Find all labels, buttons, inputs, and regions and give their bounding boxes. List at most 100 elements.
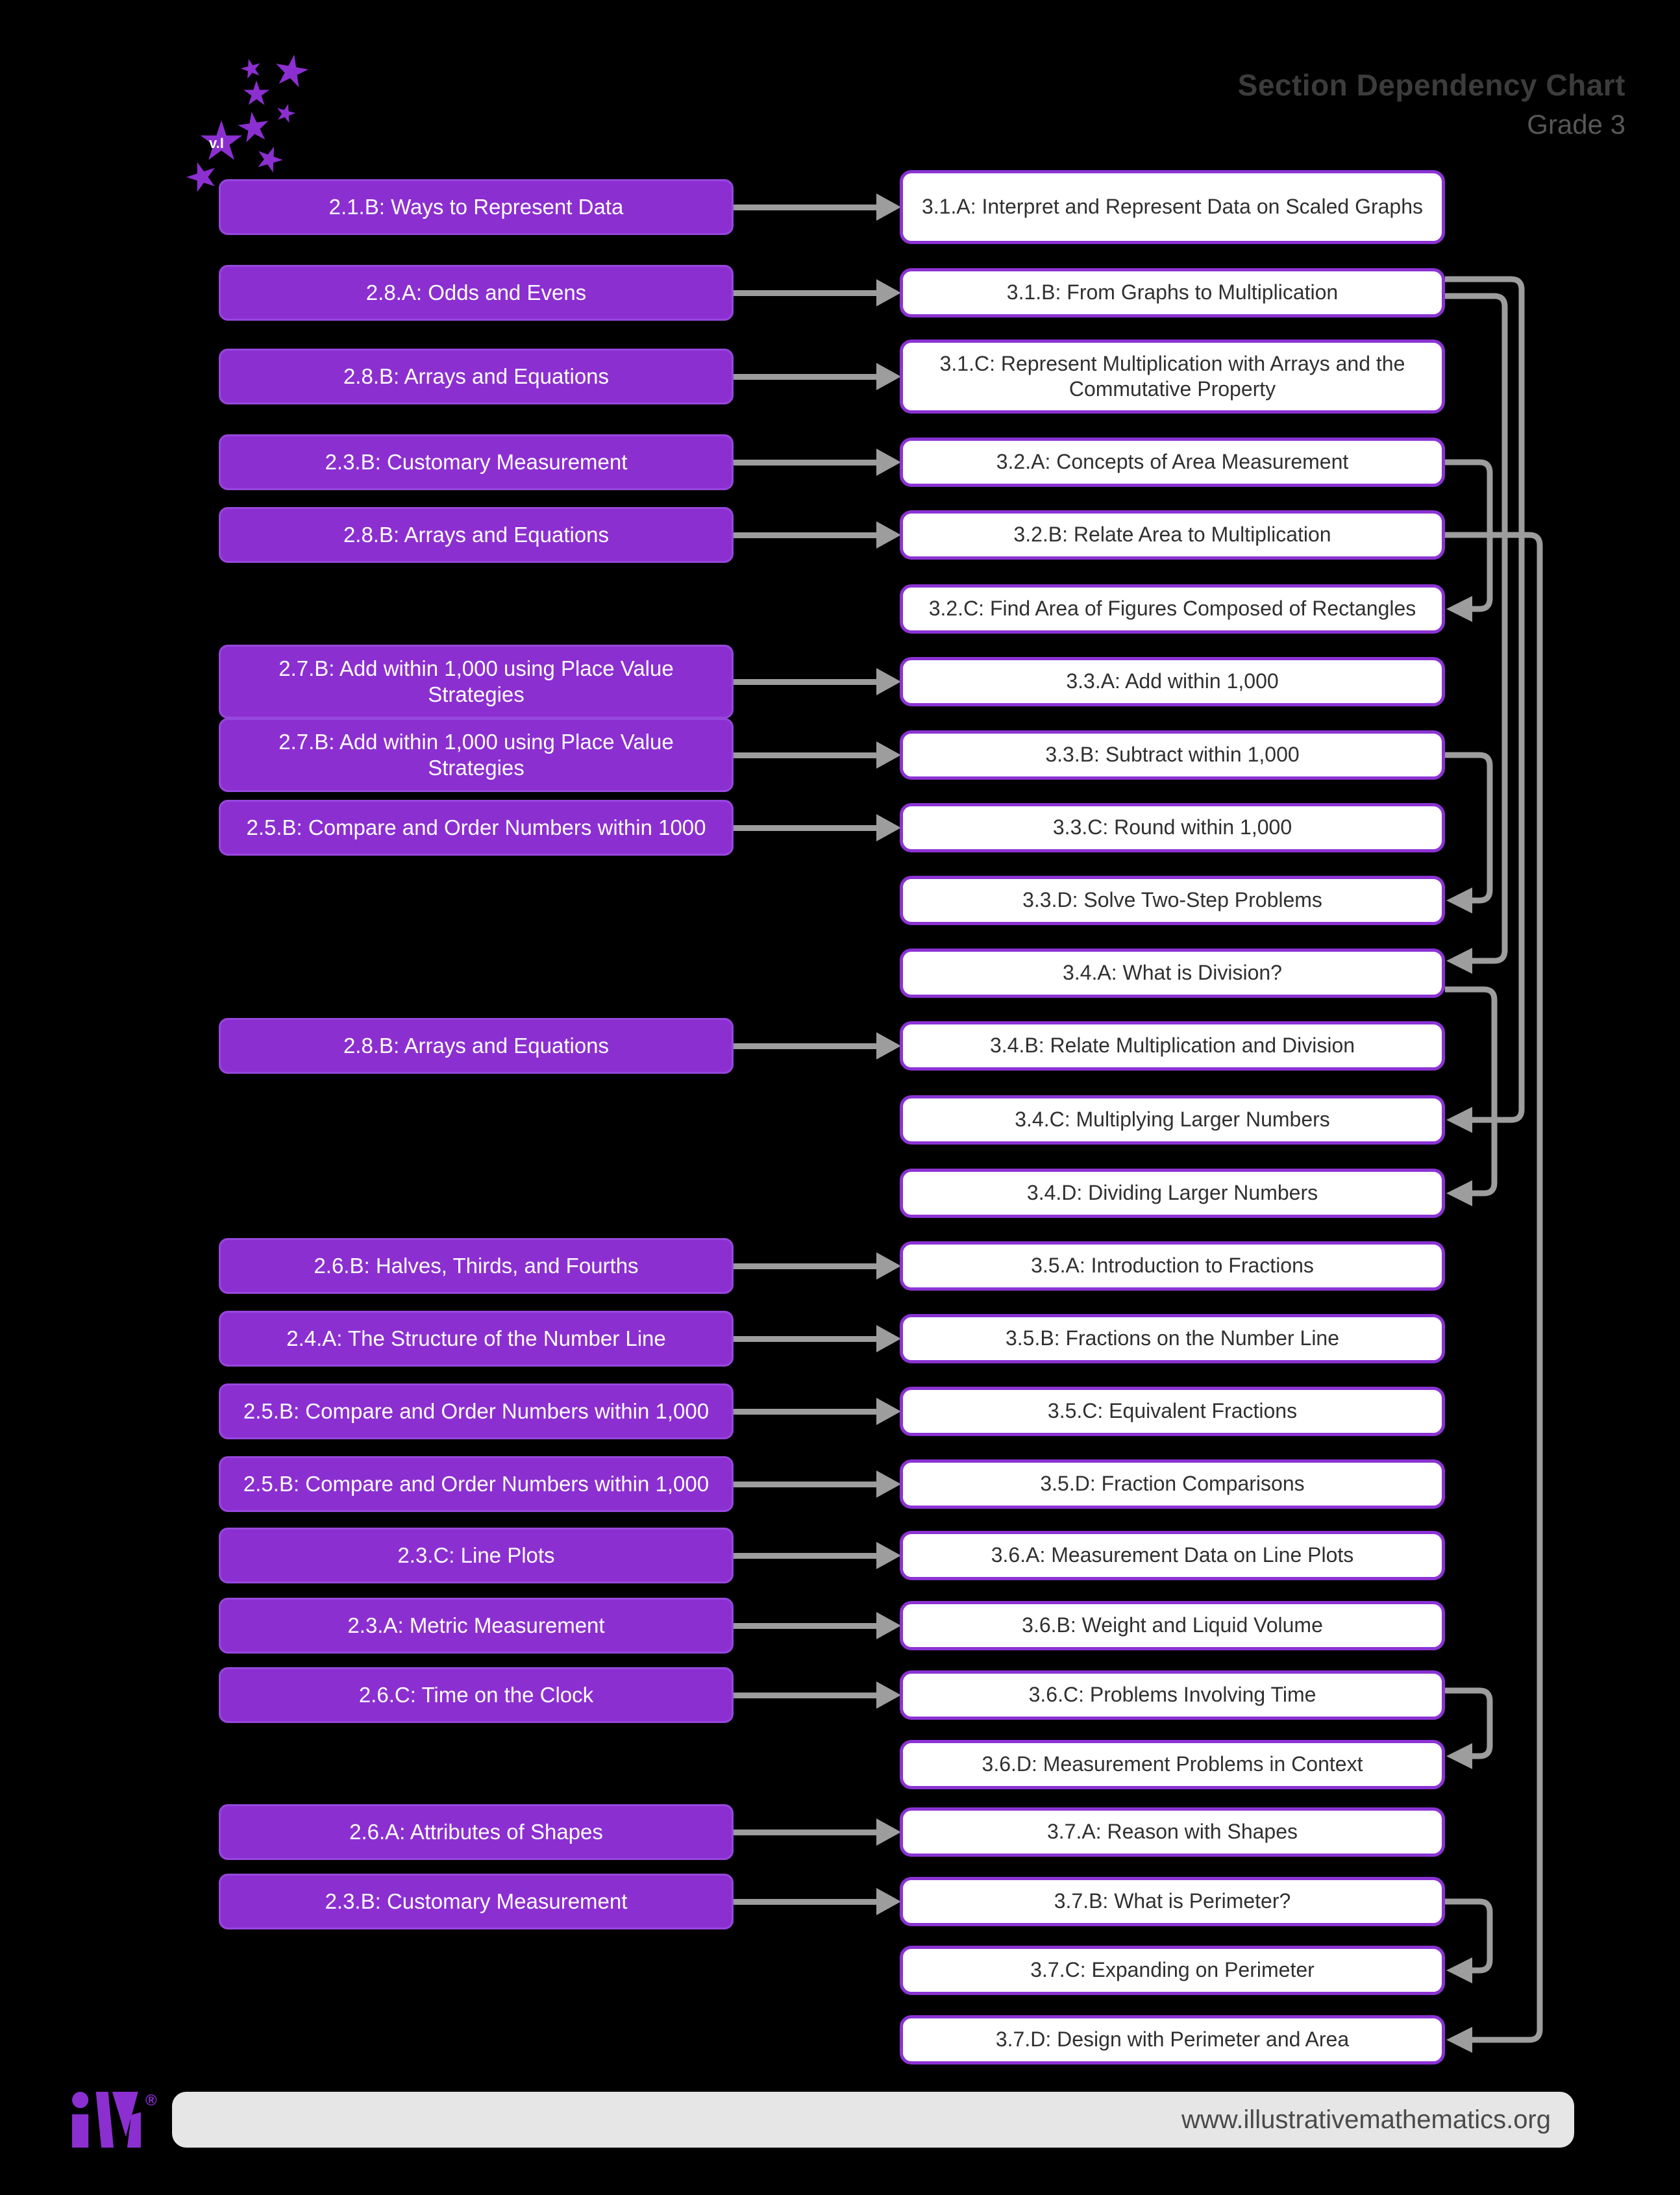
grade3-section-box-3.1.A: 3.1.A: Interpret and Represent Data on S… bbox=[900, 170, 1445, 244]
dependency-line-3.2.B-to-3.7.D bbox=[1445, 532, 1543, 2043]
arrow-right-icon bbox=[876, 1252, 901, 1280]
prerequisite-arrow-line bbox=[734, 1043, 878, 1049]
grade3-section-box-3.7.B: 3.7.B: What is Perimeter? bbox=[900, 1877, 1445, 1926]
arrow-left-icon bbox=[1446, 1957, 1472, 1983]
star-icon: ★ bbox=[197, 110, 246, 171]
arrow-right-icon bbox=[876, 449, 901, 476]
grade3-section-box-3.4.B: 3.4.B: Relate Multiplication and Divisio… bbox=[900, 1021, 1445, 1071]
arrow-right-icon bbox=[876, 1470, 901, 1498]
dependency-line-3.7.B-to-3.7.C bbox=[1445, 1898, 1493, 1974]
grade3-section-box-3.2.C: 3.2.C: Find Area of Figures Composed of … bbox=[900, 584, 1445, 634]
footer-url: www.illustrativemathematics.org bbox=[1181, 2105, 1551, 2134]
grade2-section-box-2.7.B: 2.7.B: Add within 1,000 using Place Valu… bbox=[219, 645, 734, 719]
prerequisite-arrow-line bbox=[734, 532, 878, 538]
grade2-section-box-2.6.C: 2.6.C: Time on the Clock bbox=[219, 1667, 734, 1723]
arrow-right-icon bbox=[876, 1398, 901, 1425]
arrow-right-icon bbox=[876, 1032, 901, 1060]
grade2-section-box-2.6.A: 2.6.A: Attributes of Shapes bbox=[219, 1804, 734, 1860]
arrow-right-icon bbox=[876, 1612, 901, 1639]
arrow-right-icon bbox=[876, 1681, 901, 1709]
prerequisite-arrow-line bbox=[734, 678, 878, 685]
prerequisite-arrow-line bbox=[734, 1408, 878, 1415]
grade3-section-box-3.6.D: 3.6.D: Measurement Problems in Context bbox=[900, 1740, 1445, 1789]
prerequisite-arrow-line bbox=[734, 1829, 878, 1835]
arrow-right-icon bbox=[876, 521, 901, 549]
grade2-section-box-2.3.A: 2.3.A: Metric Measurement bbox=[219, 1598, 734, 1654]
prerequisite-arrow-line bbox=[734, 1481, 878, 1487]
page-title: Section Dependency Chart bbox=[1237, 68, 1625, 102]
arrow-left-icon bbox=[1446, 887, 1472, 913]
prerequisite-arrow-line bbox=[734, 373, 878, 380]
star-icon: ★ bbox=[268, 43, 315, 98]
grade3-section-box-3.6.C: 3.6.C: Problems Involving Time bbox=[900, 1670, 1445, 1720]
arrow-right-icon bbox=[876, 1818, 901, 1846]
grade2-section-box-2.3.B: 2.3.B: Customary Measurement bbox=[219, 1874, 734, 1929]
dependency-line-3.1.B-to-3.4.C bbox=[1445, 276, 1525, 1123]
dependency-line-3.3.B-to-3.3.D bbox=[1445, 752, 1493, 904]
grade3-section-box-3.6.A: 3.6.A: Measurement Data on Line Plots bbox=[900, 1531, 1445, 1580]
arrow-right-icon bbox=[876, 1888, 901, 1915]
arrow-right-icon bbox=[876, 1325, 901, 1352]
grade2-section-box-2.8.B: 2.8.B: Arrays and Equations bbox=[219, 507, 734, 563]
arrow-left-icon bbox=[1446, 1107, 1472, 1133]
grade3-section-box-3.5.A: 3.5.A: Introduction to Fractions bbox=[900, 1241, 1445, 1291]
prerequisite-arrow-line bbox=[734, 825, 878, 831]
prerequisite-arrow-line bbox=[734, 752, 878, 758]
grade2-section-box-2.8.A: 2.8.A: Odds and Evens bbox=[219, 265, 734, 321]
dependency-line-3.6.C-to-3.6.D bbox=[1445, 1687, 1493, 1759]
dependency-line-3.4.A-to-3.4.D bbox=[1445, 986, 1498, 1197]
arrow-right-icon bbox=[876, 741, 901, 769]
dependency-line-3.1.B-to-3.4.A bbox=[1445, 293, 1508, 964]
grade3-section-box-3.3.A: 3.3.A: Add within 1,000 bbox=[900, 657, 1445, 706]
stars-logo-label: v.I bbox=[209, 135, 224, 151]
grade2-section-box-2.8.B: 2.8.B: Arrays and Equations bbox=[219, 1018, 734, 1074]
prerequisite-arrow-line bbox=[734, 1335, 878, 1342]
grade2-section-box-2.6.B: 2.6.B: Halves, Thirds, and Fourths bbox=[219, 1238, 734, 1294]
grade3-section-box-3.3.B: 3.3.B: Subtract within 1,000 bbox=[900, 730, 1445, 780]
grade3-section-box-3.7.A: 3.7.A: Reason with Shapes bbox=[900, 1807, 1445, 1857]
grade2-section-box-2.5.B: 2.5.B: Compare and Order Numbers within … bbox=[219, 1383, 734, 1439]
grade3-section-box-3.1.C: 3.1.C: Represent Multiplication with Arr… bbox=[900, 340, 1445, 414]
registered-trademark-icon: ® bbox=[145, 2092, 157, 2109]
prerequisite-arrow-line bbox=[734, 290, 878, 296]
grade2-section-box-2.1.B: 2.1.B: Ways to Represent Data bbox=[219, 179, 734, 235]
arrow-left-icon bbox=[1446, 1180, 1472, 1206]
grade2-section-box-2.8.B: 2.8.B: Arrays and Equations bbox=[219, 349, 734, 404]
prerequisite-arrow-line bbox=[734, 1898, 878, 1905]
arrow-right-icon bbox=[876, 668, 901, 695]
grade3-section-box-3.7.C: 3.7.C: Expanding on Perimeter bbox=[900, 1946, 1445, 1995]
prerequisite-arrow-line bbox=[734, 1622, 878, 1629]
arrow-right-icon bbox=[876, 279, 901, 306]
footer-bar: www.illustrativemathematics.org bbox=[172, 2092, 1574, 2148]
prerequisite-arrow-line bbox=[734, 459, 878, 465]
page-header: Section Dependency Chart Grade 3 bbox=[1238, 68, 1625, 140]
grade3-section-box-3.3.D: 3.3.D: Solve Two-Step Problems bbox=[900, 876, 1445, 925]
grade3-section-box-3.3.C: 3.3.C: Round within 1,000 bbox=[900, 803, 1445, 852]
grade3-section-box-3.2.A: 3.2.A: Concepts of Area Measurement bbox=[900, 438, 1445, 487]
arrow-right-icon bbox=[876, 1542, 901, 1569]
grade2-section-box-2.3.B: 2.3.B: Customary Measurement bbox=[219, 434, 734, 490]
arrow-right-icon bbox=[876, 193, 901, 221]
grade2-section-box-2.5.B: 2.5.B: Compare and Order Numbers within … bbox=[219, 1456, 734, 1512]
prerequisite-arrow-line bbox=[734, 1263, 878, 1269]
grade3-section-box-3.5.B: 3.5.B: Fractions on the Number Line bbox=[900, 1314, 1445, 1363]
grade3-section-box-3.6.B: 3.6.B: Weight and Liquid Volume bbox=[900, 1601, 1445, 1650]
star-icon: ★ bbox=[241, 75, 272, 113]
prerequisite-arrow-line bbox=[734, 204, 878, 210]
grade3-section-box-3.4.A: 3.4.A: What is Division? bbox=[900, 949, 1445, 998]
page-subtitle: Grade 3 bbox=[1527, 109, 1625, 140]
grade3-section-box-3.4.C: 3.4.C: Multiplying Larger Numbers bbox=[900, 1095, 1445, 1145]
prerequisite-arrow-line bbox=[734, 1552, 878, 1559]
grade3-section-box-3.2.B: 3.2.B: Relate Area to Multiplication bbox=[900, 510, 1445, 560]
star-icon: ★ bbox=[271, 97, 300, 130]
grade3-section-box-3.4.D: 3.4.D: Dividing Larger Numbers bbox=[900, 1169, 1445, 1218]
grade3-section-box-3.1.B: 3.1.B: From Graphs to Multiplication bbox=[900, 268, 1445, 317]
grade2-section-box-2.7.B: 2.7.B: Add within 1,000 using Place Valu… bbox=[219, 718, 734, 792]
arrow-left-icon bbox=[1446, 2027, 1472, 2053]
grade3-section-box-3.5.C: 3.5.C: Equivalent Fractions bbox=[900, 1387, 1445, 1436]
grade3-section-box-3.5.D: 3.5.D: Fraction Comparisons bbox=[900, 1459, 1445, 1509]
arrow-left-icon bbox=[1446, 596, 1472, 622]
prerequisite-arrow-line bbox=[734, 1692, 878, 1698]
arrow-left-icon bbox=[1446, 948, 1472, 974]
